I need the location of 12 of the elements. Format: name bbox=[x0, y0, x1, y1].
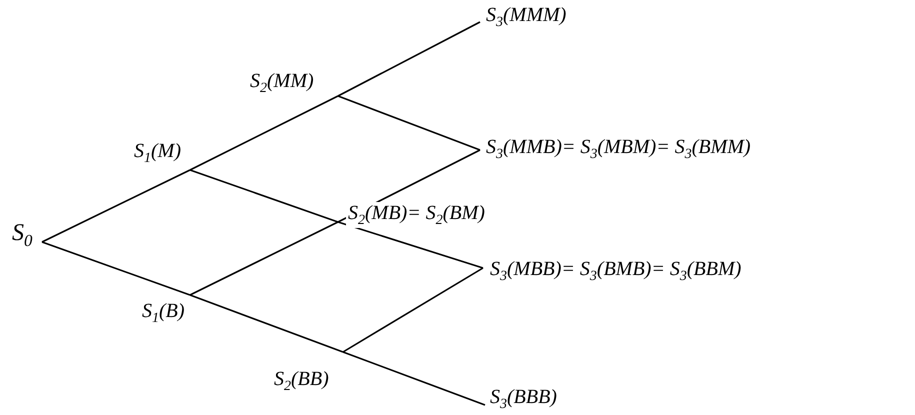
lattice-line bbox=[338, 95, 480, 151]
node-label: S$_{2}$(MB)= S$_{2}$(BM) bbox=[346, 202, 487, 228]
lattice-line bbox=[338, 21, 480, 97]
lattice-line bbox=[42, 169, 190, 243]
lattice-line bbox=[342, 351, 486, 406]
lattice-line bbox=[190, 169, 338, 223]
lattice-line bbox=[42, 241, 190, 296]
lattice-line bbox=[190, 221, 338, 296]
lattice-line bbox=[190, 294, 344, 353]
lattice-line bbox=[342, 267, 484, 353]
lattice-line bbox=[190, 95, 338, 171]
lattice-line bbox=[338, 221, 484, 269]
